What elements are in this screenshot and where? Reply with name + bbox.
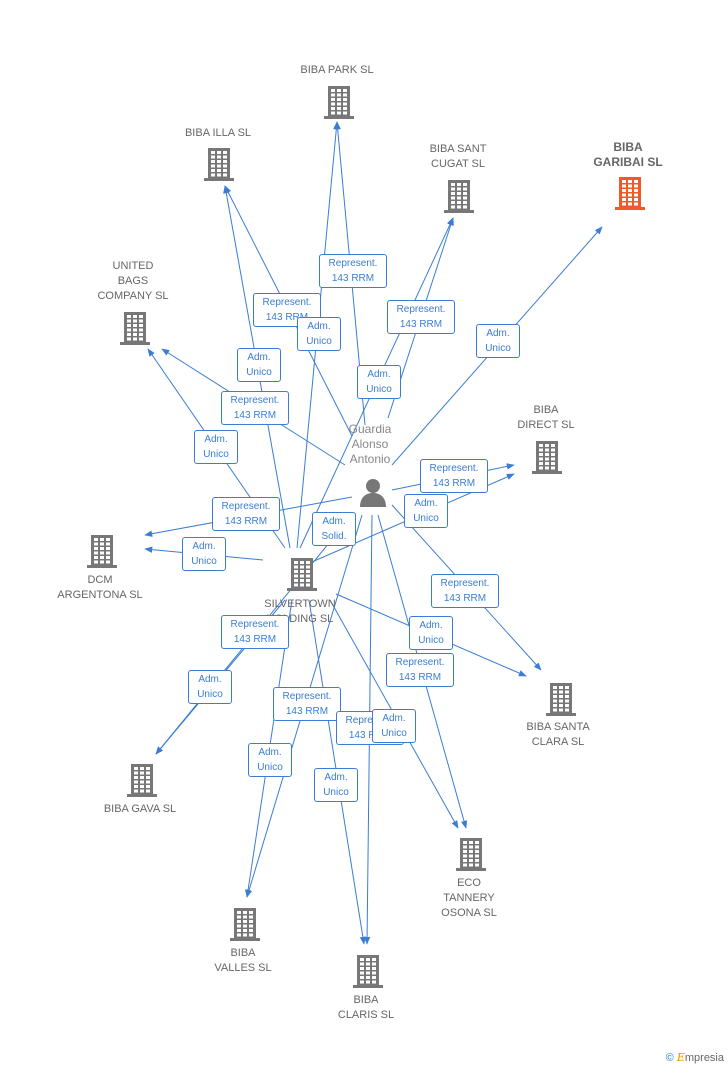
edge-label-adm-solid: Adm. Solid. [312,512,356,546]
edge-label-rep-united: Represent. 143 RRM [221,391,289,425]
edge-label-rep-valles: Represent. 143 RRM [273,687,341,721]
building-icon-silvertown[interactable] [287,557,317,591]
building-icon-biba-garibai[interactable] [615,176,645,210]
edge-label-rep-park: Represent. 143 RRM [319,254,387,288]
building-icon-biba-park[interactable] [324,85,354,119]
edge-label-rep-cugat: Represent. 143 RRM [387,300,455,334]
edge-label-rep-dcm: Represent. 143 RRM [212,497,280,531]
copyright-symbol: © [665,1052,674,1064]
building-icon-biba-claris[interactable] [353,954,383,988]
edge-label-rep-eco: Represent. 143 RRM [386,653,454,687]
building-icon-biba-valles[interactable] [230,907,260,941]
person-icon[interactable] [357,476,389,508]
edge-label-adm-eco: Adm. Unico [372,709,416,743]
building-icon-biba-gava[interactable] [127,763,157,797]
edge-label-adm-claris: Adm. Unico [314,768,358,802]
edges [144,121,603,945]
edge-label-adm-dcm: Adm. Unico [182,537,226,571]
building-icon-united-bags[interactable] [120,311,150,345]
node-label-biba-santa-clara[interactable]: BIBA SANTA CLARA SL [526,721,590,748]
building-icon-biba-direct[interactable] [532,440,562,474]
empresia-logo-text: mpresia [684,1052,724,1064]
building-icon-biba-sant-cugat[interactable] [444,179,474,213]
node-label-dcm[interactable]: DCM ARGENTONA SL [57,574,143,601]
node-label-united-bags[interactable]: UNITED BAGS COMPANY SL [97,260,169,302]
node-label-biba-sant-cugat[interactable]: BIBA SANT CUGAT SL [429,143,487,170]
node-label-biba-park[interactable]: BIBA PARK SL [300,64,374,76]
building-icon-dcm[interactable] [87,534,117,568]
building-icon-biba-santa-clara[interactable] [546,682,576,716]
edge-label-adm-illa: Adm. Unico [237,348,281,382]
node-label-biba-illa[interactable]: BIBA ILLA SL [184,127,252,139]
node-label-biba-direct[interactable]: BIBA DIRECT SL [517,404,575,431]
empresia-footer[interactable]: © Empresia [666,1051,724,1064]
edge-label-rep-santa-clara: Represent. 143 RRM [431,574,499,608]
node-label-biba-garibai[interactable]: BIBA GARIBAI SL [593,140,663,169]
node-label-biba-claris[interactable]: BIBA CLARIS SL [337,994,395,1021]
empresia-logo-initial: E [676,1051,685,1064]
edge-label-adm-gava: Adm. Unico [188,670,232,704]
node-label-eco-tannery[interactable]: ECO TANNERY OSONA SL [441,877,497,919]
node-label-biba-valles[interactable]: BIBA VALLES SL [214,947,272,974]
edge-label-adm-cugat: Adm. Unico [357,365,401,399]
edge-label-adm-direct: Adm. Unico [404,494,448,528]
edge-label-adm-park: Adm. Unico [297,317,341,351]
edge-label-adm-united: Adm. Unico [194,430,238,464]
node-label-biba-gava[interactable]: BIBA GAVA SL [103,803,177,815]
edge-label-adm-garibai: Adm. Unico [476,324,520,358]
edge-label-adm-valles: Adm. Unico [248,743,292,777]
building-icon-eco-tannery[interactable] [456,837,486,871]
node-label-person[interactable]: Guardia Alonso Antonio [348,422,392,466]
edge-label-adm-santa-clara: Adm. Unico [409,616,453,650]
edge-label-rep-direct: Represent. 143 RRM [420,459,488,493]
edge-label-rep-gava: Represent. 143 RRM [221,615,289,649]
building-icon-biba-illa[interactable] [204,147,234,181]
